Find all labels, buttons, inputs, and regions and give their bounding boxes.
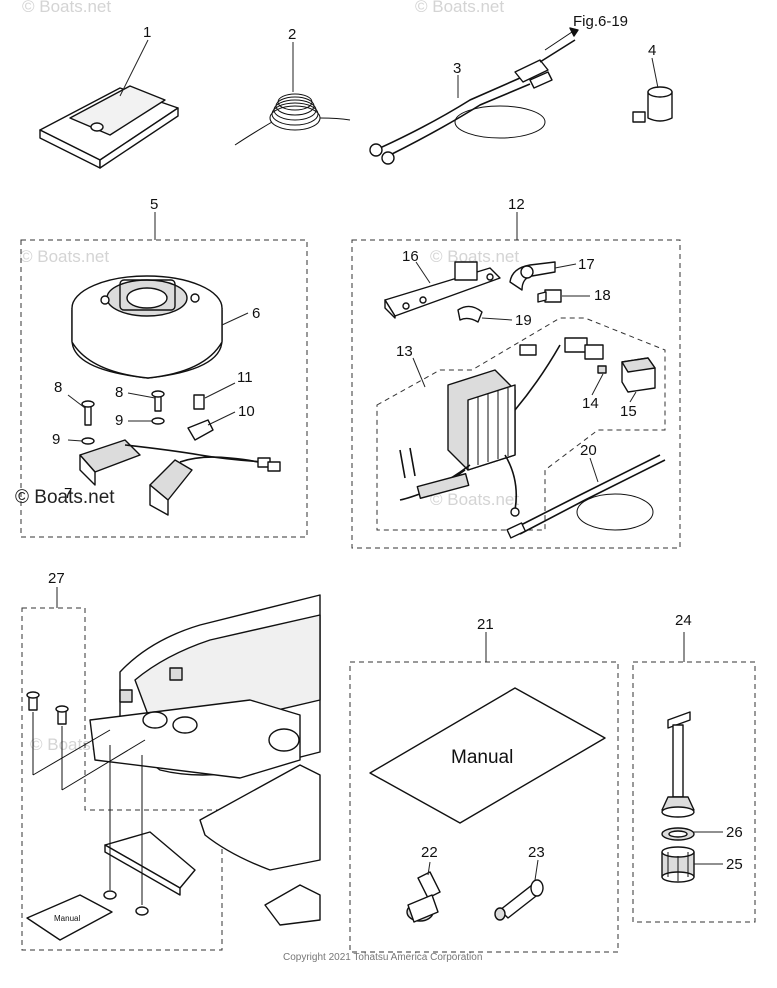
callout-10: 10 (238, 403, 255, 420)
callout-16: 16 (402, 248, 419, 265)
part-15-relay: 15 (620, 357, 656, 420)
part-18-bolt: 18 (537, 287, 611, 304)
part-23-flushing-plug: 23 (494, 844, 545, 921)
callout-17: 17 (578, 256, 595, 273)
part-26-washer: 26 (661, 824, 743, 841)
callout-23: 23 (528, 844, 545, 861)
group-box-12 (351, 239, 681, 549)
callout-21: 21 (477, 616, 494, 633)
callout-7: 7 (64, 485, 72, 502)
part-21-manual: Manual (369, 687, 606, 824)
part-cowling (89, 594, 321, 926)
part-16-bracket: 16 (384, 248, 501, 319)
part-14-connector: 14 (564, 337, 607, 412)
part-13-rectifier: 13 (396, 343, 561, 517)
group-box-24 (632, 661, 756, 923)
callout-18: 18 (594, 287, 611, 304)
watermark-1: © Boats.net (22, 0, 111, 16)
watermark-2: © Boats.net (415, 0, 504, 16)
callout-6: 6 (252, 305, 260, 322)
watermark-dark: © Boats.net (15, 487, 115, 508)
part-3-cord: 3 Fig.6-19 (369, 13, 628, 165)
callout-11: 11 (237, 369, 253, 386)
callout-26: 26 (726, 824, 743, 841)
group-box-27 (21, 607, 223, 951)
callout-22: 22 (421, 844, 438, 861)
callout-9a: 9 (52, 431, 60, 448)
callout-20: 20 (580, 442, 597, 459)
part-4-spacer: 4 (632, 42, 673, 123)
watermark-3: © Boats.net (20, 247, 109, 266)
callout-8a: 8 (54, 379, 62, 396)
screws-group-5: 8 8 9 9 11 10 (52, 369, 255, 448)
callout-13: 13 (396, 343, 413, 360)
manual-small-label: Manual (54, 914, 80, 923)
callout-4: 4 (648, 42, 656, 59)
part-7-coils: 7 (64, 439, 281, 516)
manual-label: Manual (451, 747, 513, 768)
part-1-tool-bag: 1 (39, 24, 179, 169)
callout-1: 1 (143, 24, 151, 41)
callout-8b: 8 (115, 384, 123, 401)
callout-25: 25 (726, 856, 743, 873)
figure-ref: Fig.6-19 (573, 13, 628, 30)
part-17-clamp: 17 (509, 256, 595, 291)
callout-15: 15 (620, 403, 637, 420)
callout-5: 5 (150, 196, 158, 213)
part-20-lead-wire: 20 (506, 442, 666, 539)
callout-19: 19 (515, 312, 532, 329)
group-box-5 (20, 239, 308, 538)
part-19-clip: 19 (457, 305, 532, 329)
part-25-nut: 25 (661, 846, 743, 883)
callout-9b: 9 (115, 412, 123, 429)
part-27-bracket-set: Manual (26, 691, 196, 941)
callout-27: 27 (48, 570, 65, 587)
callout-3: 3 (453, 60, 461, 77)
watermark-5: © Boats.net (430, 490, 519, 509)
callout-2: 2 (288, 26, 296, 43)
callout-14: 14 (582, 395, 599, 412)
part-2-rope: 2 (234, 26, 351, 146)
part-6-flywheel: 6 (71, 275, 260, 379)
copyright-text: Copyright 2021 Tohatsu America Corporati… (283, 952, 482, 963)
callout-12: 12 (508, 196, 525, 213)
callout-24: 24 (675, 612, 692, 629)
part-24-valve (661, 711, 695, 818)
part-22-plug: 22 (406, 844, 441, 923)
watermark-4: © Boats.net (430, 247, 519, 266)
